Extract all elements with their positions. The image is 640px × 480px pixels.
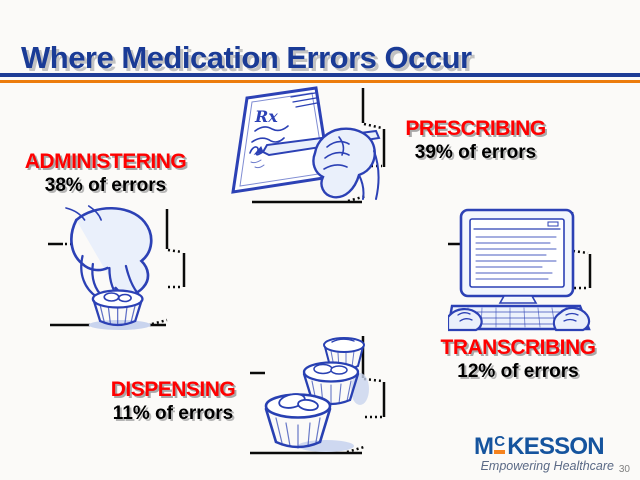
logo-suffix: KESSON — [507, 433, 604, 460]
logo-tagline: Empowering Healthcare — [480, 459, 614, 473]
station-prescribing: PRESCRIBING 39% of errors — [383, 117, 568, 164]
station-label: TRANSCRIBING — [440, 336, 597, 359]
title-rule-orange — [0, 80, 640, 83]
station-label: PRESCRIBING — [405, 117, 546, 140]
page-title: Where Medication Errors Occur — [21, 40, 472, 75]
hand-medicine-cup-icon — [65, 205, 153, 330]
station-stat: 39% of errors — [414, 142, 537, 164]
station-stat: 38% of errors — [44, 175, 167, 197]
page-number: 30 — [618, 464, 630, 475]
prescription-pad-icon: Rx — [231, 86, 381, 200]
station-transcribing: TRANSCRIBING 12% of errors — [427, 336, 609, 383]
svg-text:Rx: Rx — [254, 107, 278, 126]
mckesson-logo: M C KESSON — [474, 433, 605, 460]
logo-orange-bar — [494, 449, 506, 454]
computer-keyboard-icon — [448, 208, 591, 332]
station-dispensing: DISPENSING 11% of errors — [82, 378, 264, 425]
station-label: ADMINISTERING — [24, 150, 187, 173]
medicine-cups-icon — [264, 337, 369, 452]
logo-prefix: M — [474, 433, 494, 460]
station-stat: 12% of errors — [457, 361, 579, 383]
station-administering: ADMINISTERING 38% of errors — [8, 150, 203, 197]
logo-superscript-c: C — [494, 433, 506, 450]
title-rule-navy — [0, 73, 640, 77]
logo-c-column: C — [494, 433, 506, 454]
station-stat: 11% of errors — [112, 403, 234, 425]
station-label: DISPENSING — [110, 378, 236, 401]
